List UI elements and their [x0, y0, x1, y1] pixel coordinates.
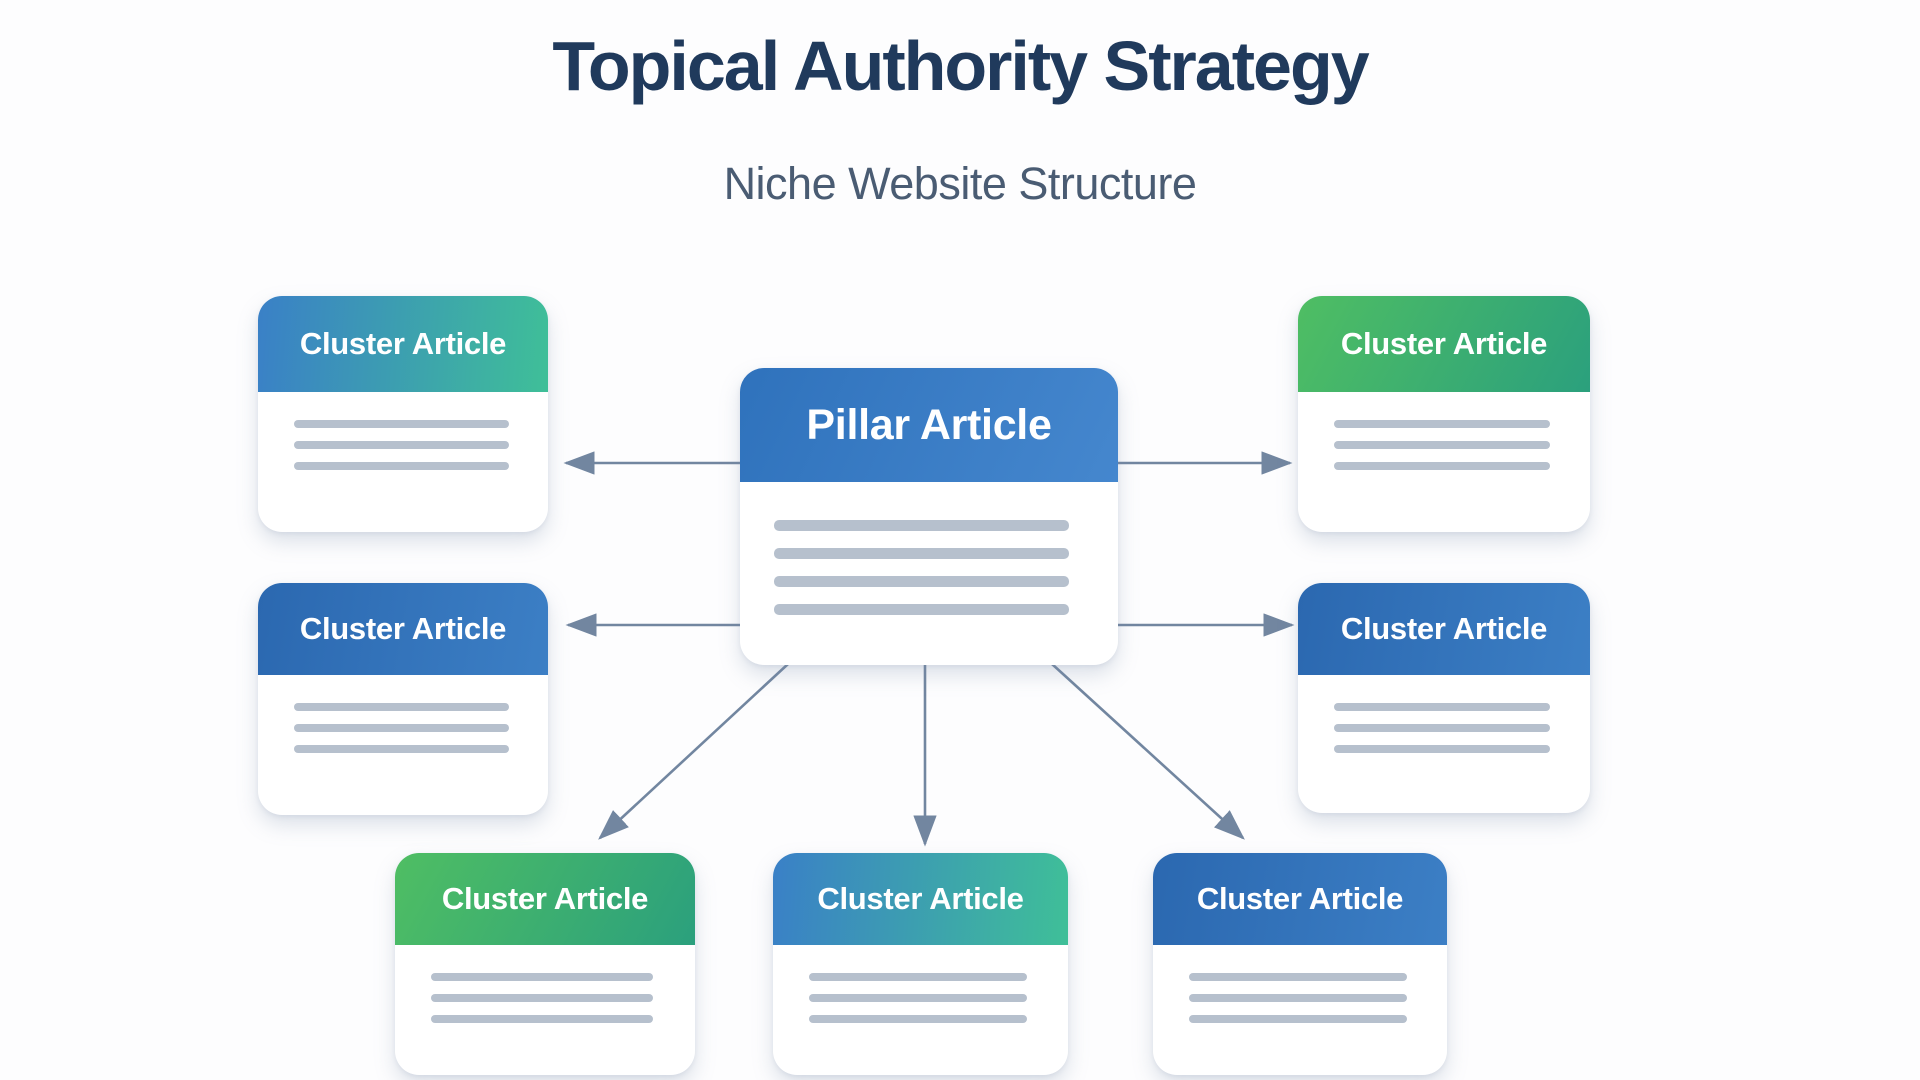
placeholder-text-line [431, 994, 653, 1002]
cluster-card-body [1298, 392, 1590, 470]
placeholder-text-line [1189, 973, 1407, 981]
cluster-card-header: Cluster Article [258, 583, 548, 675]
cluster-card-body [1298, 675, 1590, 753]
placeholder-text-line [1334, 703, 1551, 711]
cluster-card-bottom-center: Cluster Article [773, 853, 1068, 1075]
arrow-pillar-to-bottom-right [1051, 663, 1245, 840]
placeholder-text-line [774, 604, 1069, 615]
placeholder-text-line [431, 973, 653, 981]
cluster-card-header: Cluster Article [395, 853, 695, 945]
placeholder-text-line [1334, 441, 1551, 449]
placeholder-text-line [431, 1015, 653, 1023]
cluster-card-mid-right: Cluster Article [1298, 583, 1590, 813]
page-title: Topical Authority Strategy [552, 27, 1369, 105]
placeholder-text-line [774, 576, 1069, 587]
arrow-pillar-to-bottom-left [598, 663, 789, 840]
cluster-card-body [773, 945, 1068, 1023]
cluster-card-body [395, 945, 695, 1023]
cluster-card-bottom-left: Cluster Article [395, 853, 695, 1075]
cluster-card-header: Cluster Article [1298, 583, 1590, 675]
placeholder-text-line [294, 441, 509, 449]
cluster-card-label: Cluster Article [299, 326, 507, 361]
placeholder-text-line [1334, 724, 1551, 732]
pillar-card-header: Pillar Article [740, 368, 1118, 482]
cluster-card-top-left: Cluster Article [258, 296, 548, 532]
cluster-card-label: Cluster Article [1196, 881, 1404, 916]
placeholder-text-line [809, 973, 1028, 981]
placeholder-text-line [774, 520, 1069, 531]
cluster-card-mid-left: Cluster Article [258, 583, 548, 815]
placeholder-text-line [294, 462, 509, 470]
pillar-card-label: Pillar Article [806, 400, 1052, 449]
cluster-card-header: Cluster Article [1298, 296, 1590, 392]
cluster-card-bottom-right: Cluster Article [1153, 853, 1447, 1075]
placeholder-text-line [294, 420, 509, 428]
cluster-card-label: Cluster Article [441, 881, 649, 916]
placeholder-text-line [1334, 745, 1551, 753]
cluster-card-header: Cluster Article [258, 296, 548, 392]
placeholder-text-line [809, 994, 1028, 1002]
placeholder-text-line [1334, 420, 1551, 428]
cluster-card-label: Cluster Article [817, 881, 1024, 916]
cluster-card-label: Cluster Article [1340, 611, 1548, 646]
pillar-card-body [740, 482, 1118, 615]
cluster-card-label: Cluster Article [1340, 326, 1548, 361]
placeholder-text-line [1189, 994, 1407, 1002]
cluster-card-body [258, 392, 548, 470]
pillar-article-card: Pillar Article [740, 368, 1118, 665]
placeholder-text-line [1189, 1015, 1407, 1023]
cluster-card-label: Cluster Article [299, 611, 507, 646]
cluster-card-header: Cluster Article [773, 853, 1068, 945]
cluster-card-header: Cluster Article [1153, 853, 1447, 945]
placeholder-text-line [294, 745, 509, 753]
cluster-card-body [258, 675, 548, 753]
placeholder-text-line [774, 548, 1069, 559]
page-subtitle: Niche Website Structure [723, 158, 1197, 209]
cluster-card-top-right: Cluster Article [1298, 296, 1590, 532]
placeholder-text-line [1334, 462, 1551, 470]
cluster-card-body [1153, 945, 1447, 1023]
placeholder-text-line [294, 703, 509, 711]
placeholder-text-line [809, 1015, 1028, 1023]
placeholder-text-line [294, 724, 509, 732]
